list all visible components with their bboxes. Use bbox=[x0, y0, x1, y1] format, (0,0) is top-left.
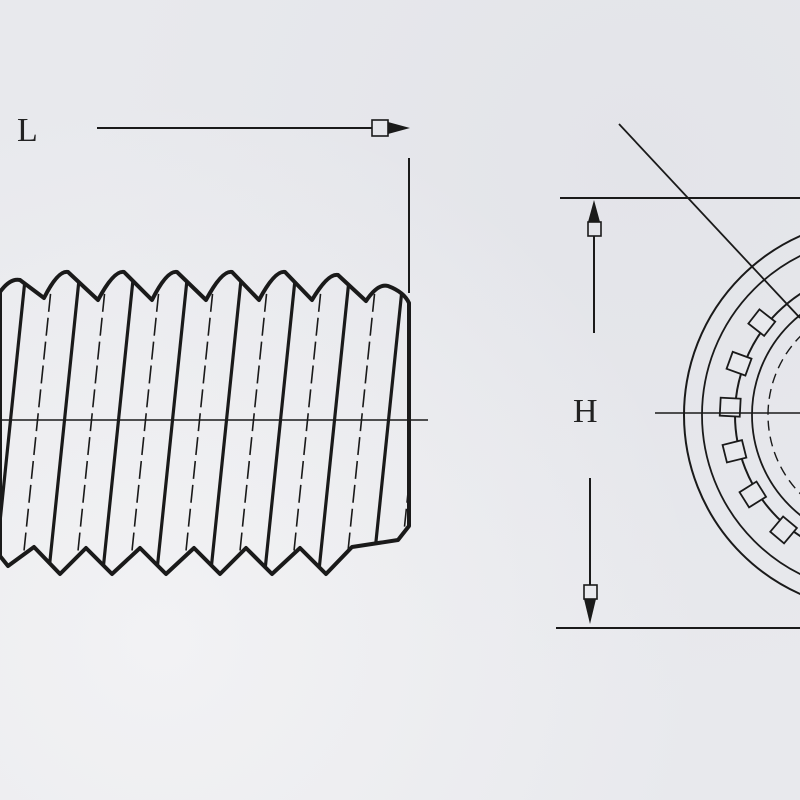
threaded-body-outline bbox=[0, 269, 411, 576]
thread-flank-lines bbox=[0, 270, 458, 580]
thread-flank-line bbox=[128, 271, 162, 574]
thread-flank-line bbox=[208, 271, 244, 574]
end-view-outer-circle bbox=[683, 234, 800, 596]
thread-flank-line bbox=[370, 271, 406, 574]
thread-flank-line bbox=[182, 271, 216, 574]
height-dimension: H bbox=[556, 197, 800, 629]
thread-flank-line bbox=[236, 271, 270, 574]
height-label: H bbox=[573, 393, 598, 430]
end-view-slot bbox=[725, 350, 753, 377]
thread-flank-line bbox=[154, 271, 190, 574]
length-dimension: L bbox=[17, 112, 410, 293]
thread-flank-line bbox=[290, 271, 324, 574]
thread-flank-line bbox=[0, 271, 28, 574]
thread-flank-line bbox=[316, 271, 352, 574]
thread-flank-line bbox=[262, 271, 298, 574]
length-arrowhead bbox=[388, 122, 410, 134]
end-view-slot bbox=[718, 396, 742, 418]
end-view-slot bbox=[721, 439, 748, 464]
height-top-arrow-tail bbox=[587, 221, 602, 237]
end-view-slot bbox=[768, 515, 799, 545]
thread-flank-line bbox=[344, 271, 378, 574]
height-top-arrowhead bbox=[588, 200, 600, 222]
end-view-bore-circle bbox=[767, 335, 800, 495]
thread-flank-line bbox=[20, 271, 54, 574]
end-view-slots bbox=[718, 308, 799, 545]
insert-end-view bbox=[618, 123, 800, 596]
height-bottom-arrow-tail bbox=[583, 584, 598, 600]
length-label: L bbox=[17, 112, 38, 149]
thread-flank-line bbox=[426, 270, 458, 580]
thread-flank-line bbox=[74, 271, 108, 574]
end-view-slot bbox=[747, 308, 777, 338]
height-bottom-arrowhead bbox=[584, 599, 596, 624]
end-view-leader-line bbox=[618, 123, 800, 319]
length-arrow-tail bbox=[371, 119, 389, 137]
end-view-slot bbox=[738, 480, 768, 509]
thread-flank-line bbox=[46, 271, 82, 574]
end-view-slot-circle bbox=[734, 292, 800, 538]
end-view-inner-circle bbox=[751, 313, 800, 517]
end-view-flange-circle bbox=[701, 254, 800, 576]
thread-flank-line bbox=[100, 271, 136, 574]
threaded-body-side-view bbox=[0, 269, 458, 580]
